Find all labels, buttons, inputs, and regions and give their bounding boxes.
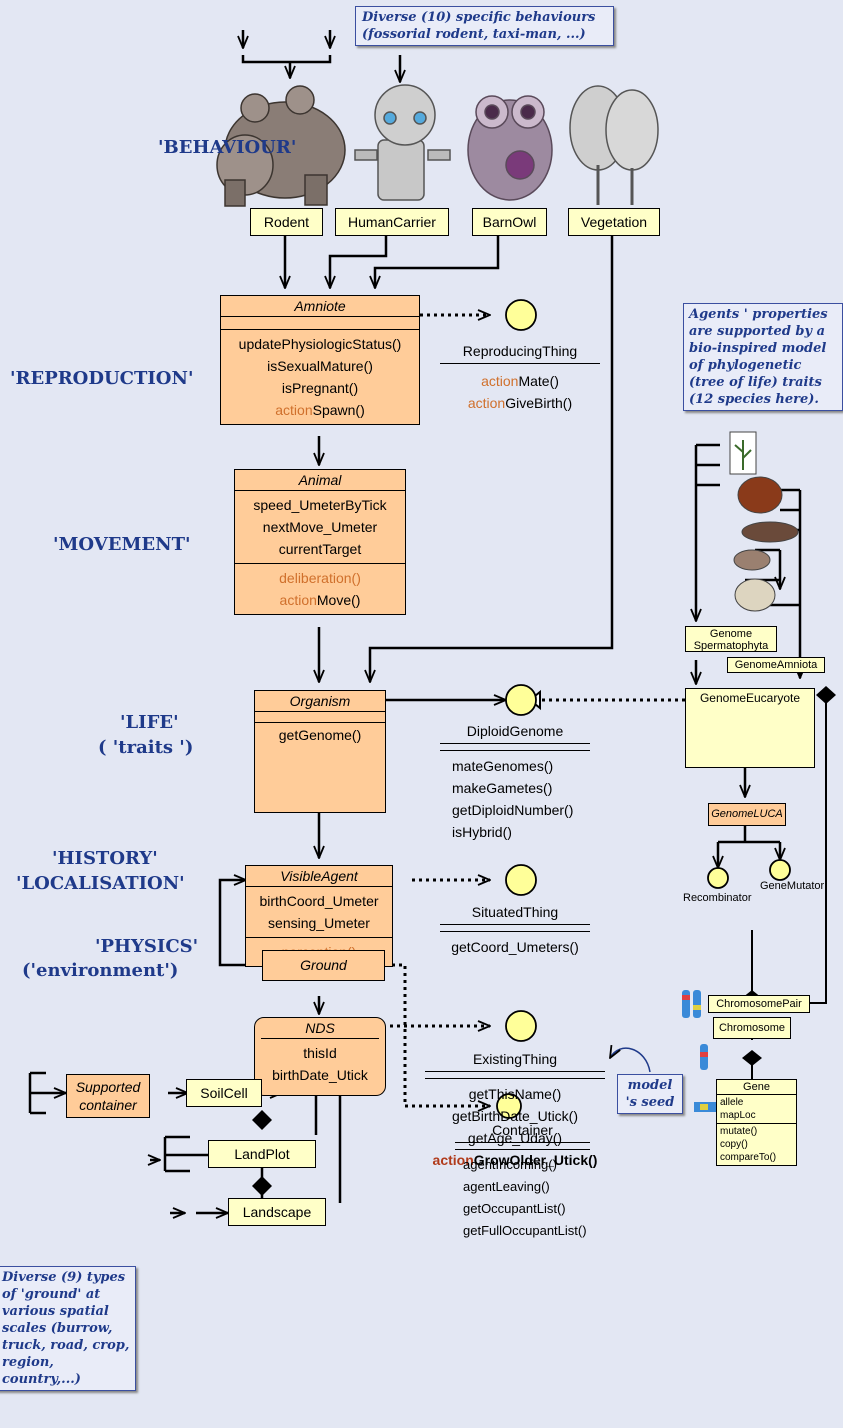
visible-agent-attr: sensing_Umeter [268, 915, 370, 931]
interface-op: getOccupantList() [463, 1201, 566, 1216]
behaviour-barn-owl: BarnOwl [472, 208, 547, 236]
gene-attr: allele [720, 1097, 744, 1108]
phylogeny-note: Agents ' properties are supported by a b… [683, 303, 843, 411]
interface-op: getThisName() [468, 1086, 562, 1102]
class-nds-name: NDS [261, 1018, 379, 1039]
layer-behaviour: 'BEHAVIOUR' [158, 137, 297, 158]
grounds-note: Diverse (9) types of 'ground' at various… [0, 1266, 136, 1391]
organism-op: getGenome() [278, 727, 362, 743]
chromosome: Chromosome [713, 1017, 791, 1039]
class-gene: Gene allele mapLoc mutate() copy() compa… [716, 1079, 797, 1166]
class-organism-name: Organism [255, 691, 385, 712]
class-landscape: Landscape [228, 1198, 326, 1226]
interface-name: ReproducingThing [440, 343, 600, 364]
class-ground: Ground [262, 950, 385, 981]
interface-op: GrowOlder_Utick() [473, 1152, 598, 1168]
recombinator-label: Recombinator [683, 892, 752, 904]
interface-op: getDiploidNumber() [452, 802, 574, 818]
interface-situated-thing: SituatedThing getCoord_Umeters() [440, 904, 590, 958]
interface-container: Container agentIncoming() agentLeaving()… [455, 1122, 590, 1242]
layer-physics: 'PHYSICS' [95, 936, 199, 957]
behaviour-rodent: Rodent [250, 208, 323, 236]
class-amniote: Amniote updatePhysiologicStatus() isSexu… [220, 295, 420, 425]
action-prefix: action [481, 373, 519, 389]
layer-movement: 'MOVEMENT' [53, 534, 191, 555]
interface-op: GiveBirth() [505, 395, 573, 411]
class-nds: NDS thisId birthDate_Utick [254, 1017, 386, 1096]
layer-physics-sub: ('environment') [22, 960, 179, 981]
interface-name: DiploidGenome [440, 723, 590, 744]
interface-op: getBirthDate_Utick() [451, 1108, 579, 1124]
behaviours-note: Diverse (10) specific behaviours (fossor… [355, 6, 614, 46]
visible-agent-attr: birthCoord_Umeter [259, 893, 379, 909]
layer-history: 'HISTORY' [52, 848, 158, 869]
animal-attr: currentTarget [278, 541, 362, 557]
genome-luca: GenomeLUCA [708, 803, 786, 826]
layer-life-sub: ( 'traits ') [98, 737, 194, 758]
amniote-op: isSexualMature() [267, 358, 373, 374]
interface-op: agentIncoming() [463, 1157, 557, 1172]
action-prefix: action [279, 592, 317, 608]
interface-op: Mate() [518, 373, 559, 389]
interface-diploid-genome: DiploidGenome mateGenomes() makeGametes(… [440, 723, 590, 843]
gene-op: mutate() [720, 1126, 758, 1137]
seed-note: model 's seed [617, 1074, 683, 1114]
layer-reproduction: 'REPRODUCTION' [10, 368, 194, 389]
action-prefix: action [275, 402, 313, 418]
layer-life: 'LIFE' [120, 712, 179, 733]
animal-action: Move() [316, 592, 361, 608]
genome-spermatophyta: Genome Spermatophyta [685, 626, 777, 652]
animal-attr: nextMove_Umeter [262, 519, 378, 535]
chromosome-pair: ChromosomePair [708, 995, 810, 1013]
interface-op: getCoord_Umeters() [451, 939, 579, 955]
interface-op: getFullOccupantList() [463, 1223, 587, 1238]
class-landplot: LandPlot [208, 1140, 316, 1168]
interface-name: SituatedThing [440, 904, 590, 925]
genome-amniota: GenomeAmniota [727, 657, 825, 673]
nds-attr: thisId [303, 1045, 337, 1061]
layer-localisation: 'LOCALISATION' [16, 873, 185, 894]
gene-attr: mapLoc [720, 1110, 756, 1121]
action-prefix: action [467, 395, 506, 411]
gene-mutator-label: GeneMutator [760, 880, 825, 892]
interface-name: Container [455, 1122, 590, 1143]
genome-eucaryote-name: GenomeEucaryote [699, 691, 801, 705]
interface-op: isHybrid() [452, 824, 512, 840]
class-amniote-name: Amniote [221, 296, 419, 317]
reproducing-circle [505, 299, 537, 331]
class-soilcell: SoilCell [186, 1079, 262, 1107]
behaviour-human-carrier: HumanCarrier [335, 208, 449, 236]
amniote-op: isPregnant() [281, 380, 359, 396]
action-prefix: action [432, 1152, 474, 1168]
class-animal-name: Animal [235, 470, 405, 491]
interface-op: makeGametes() [452, 780, 553, 796]
genome-eucaryote: GenomeEucaryote [685, 688, 815, 768]
class-animal: Animal speed_UmeterByTick nextMove_Umete… [234, 469, 406, 615]
animal-attr: speed_UmeterByTick [253, 497, 387, 513]
nds-attr: birthDate_Utick [272, 1067, 368, 1083]
interface-op: agentLeaving() [463, 1179, 550, 1194]
amniote-action: Spawn() [312, 402, 365, 418]
behaviour-vegetation: Vegetation [568, 208, 660, 236]
class-supported-container: Supported container [66, 1074, 150, 1118]
rodent-illustration [216, 85, 346, 207]
vegetation-illustration [569, 85, 659, 205]
gene-op: compareTo() [720, 1152, 777, 1163]
animal-op: deliberation() [279, 570, 361, 586]
human-carrier-illustration [354, 84, 451, 201]
gene-name: Gene [717, 1080, 796, 1095]
barn-owl-illustration [467, 95, 553, 201]
interface-op: mateGenomes() [452, 758, 554, 774]
class-visible-agent-name: VisibleAgent [246, 866, 392, 887]
interface-reproducing-thing: ReproducingThing actionMate() actionGive… [440, 343, 600, 414]
gene-op: copy() [720, 1139, 748, 1150]
class-organism: Organism getGenome() [254, 690, 386, 813]
interface-name: ExistingThing [425, 1051, 605, 1072]
amniote-op: updatePhysiologicStatus() [238, 336, 402, 352]
